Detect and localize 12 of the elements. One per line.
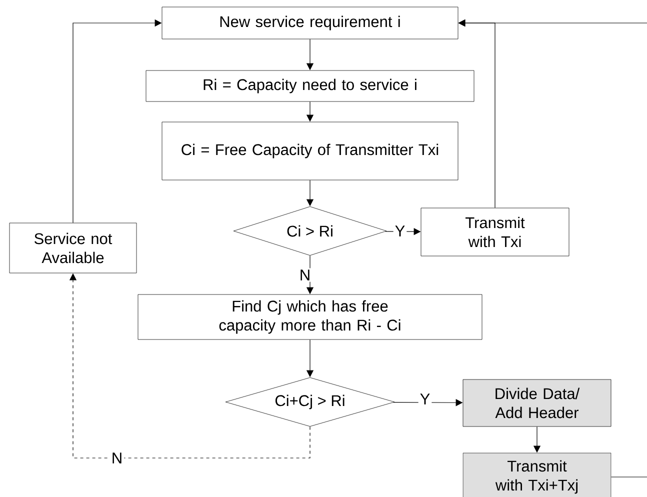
edge-label: Y: [393, 224, 407, 238]
process-box: Service not Available: [9, 222, 137, 274]
process-box: Transmit with Txi: [420, 208, 570, 256]
edge-label: N: [110, 451, 124, 465]
process-box: Ci = Free Capacity of Transmitter Txi: [162, 122, 458, 180]
process-box: Ri = Capacity need to service i: [146, 70, 474, 102]
process-box: Divide Data/ Add Header: [462, 379, 612, 427]
process-box: New service requirement i: [162, 6, 458, 40]
edge-label: Y: [418, 392, 432, 406]
edge-label: N: [298, 268, 312, 282]
process-box: Transmit with Txi+Txj: [462, 452, 612, 497]
process-box: Find Cj which has free capacity more than Ri - Ci: [138, 294, 482, 340]
